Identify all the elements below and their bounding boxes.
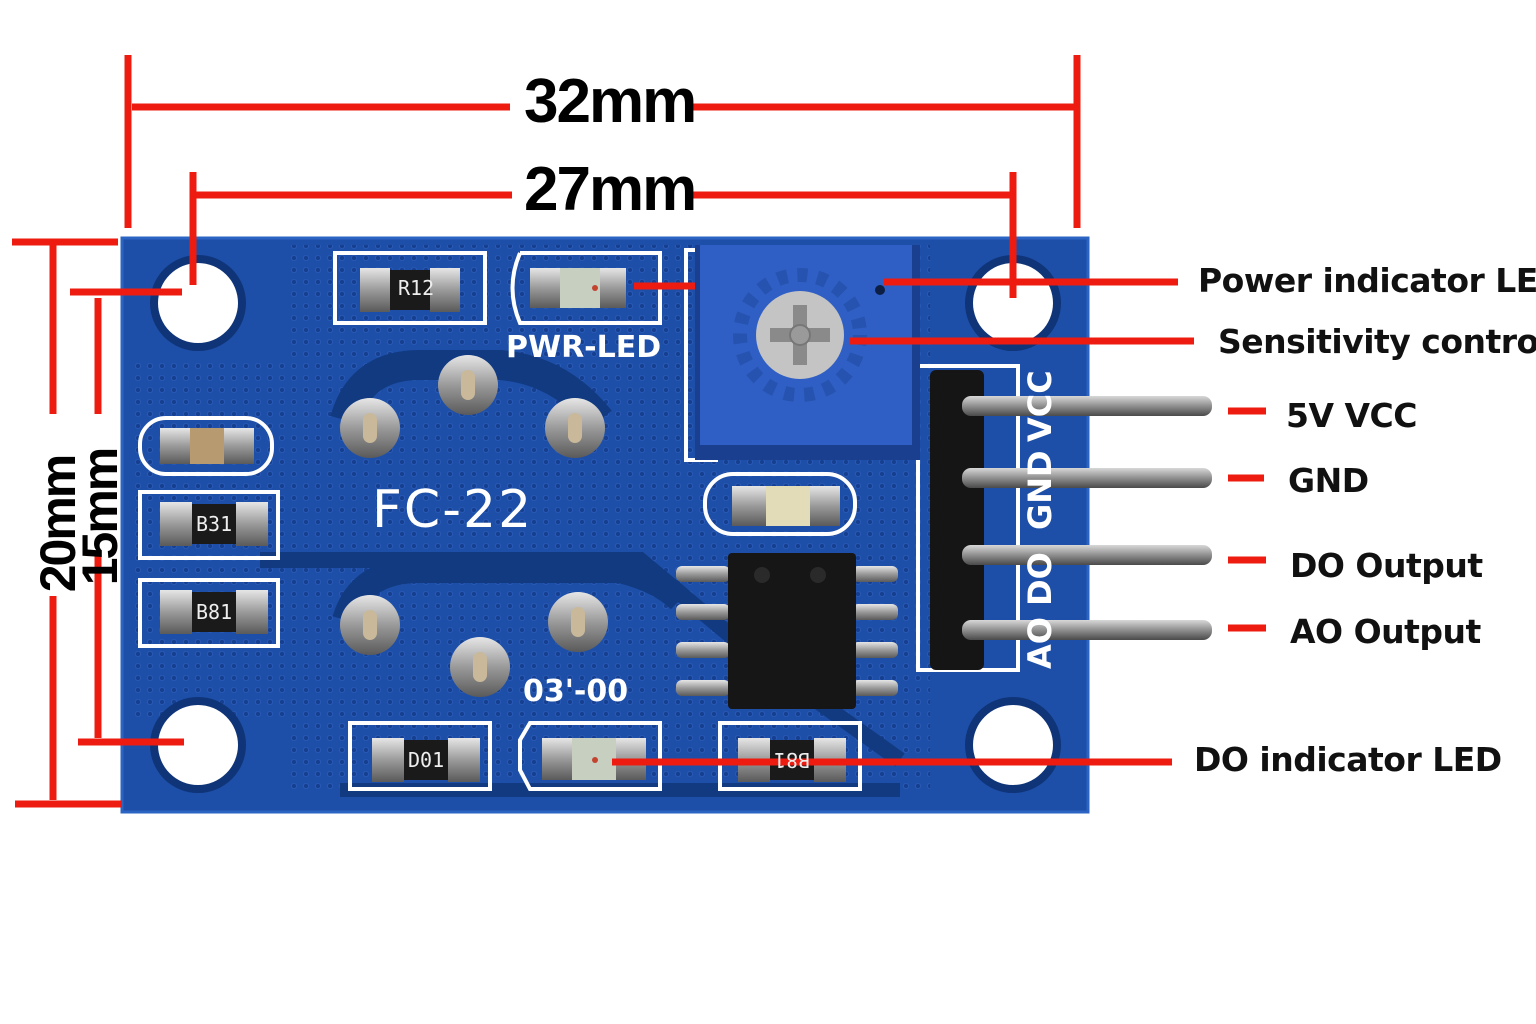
header-pins <box>930 370 1212 670</box>
pin-silk-do: DO <box>1021 552 1059 606</box>
potentiometer <box>695 245 920 460</box>
resistor-d01-mark: D01 <box>408 748 445 772</box>
callout-gnd: GND <box>1288 461 1369 500</box>
silkscreen-outlines <box>138 248 1020 791</box>
callout-ao-output: AO Output <box>1290 612 1481 651</box>
resistor-r12-mark: R12 <box>398 276 435 300</box>
dimension-width-holes: 27mm <box>524 155 697 224</box>
pin-silk-ao: AO <box>1021 617 1059 669</box>
board-model-label: FC-22 <box>372 480 534 540</box>
comparator-ic <box>676 553 898 709</box>
callout-do-output: DO Output <box>1290 546 1483 585</box>
callout-vcc: 5V VCC <box>1286 396 1417 435</box>
dimension-lines <box>12 55 1266 808</box>
code-silk: 03'-00 <box>523 674 629 709</box>
callout-sensitivity: Sensitivity control <box>1218 322 1536 361</box>
resistor-b81-bottom-mark: B81 <box>774 748 811 772</box>
pin-silk-vcc: VCC <box>1021 370 1059 442</box>
callout-do-led: DO indicator LED <box>1194 740 1502 779</box>
resistor-b81-mark: B81 <box>196 600 233 624</box>
dimension-height-holes: 15mm <box>72 448 128 586</box>
resistor-b31-mark: B31 <box>196 512 233 536</box>
dimension-width-outer: 32mm <box>524 67 697 136</box>
callout-power-led: Power indicator LED <box>1198 261 1536 300</box>
pwr-led-silk: PWR-LED <box>506 330 662 365</box>
sensor-pads <box>340 355 608 697</box>
pin-silk-gnd: GND <box>1021 450 1059 530</box>
